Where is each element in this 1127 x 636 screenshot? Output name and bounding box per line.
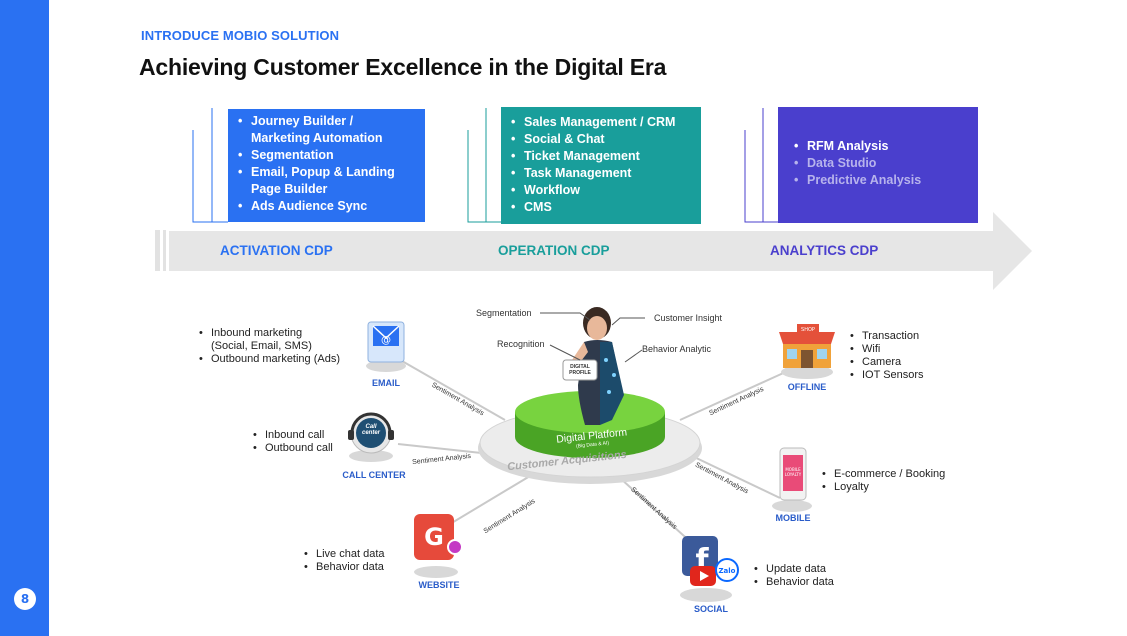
operation-bracket — [485, 108, 501, 223]
svg-text:LOYALTY: LOYALTY — [785, 472, 802, 477]
call-center-icon-text: Call center — [361, 424, 380, 436]
list-item: Loyalty — [820, 481, 945, 494]
segmentation-label: Segmentation — [476, 308, 532, 318]
activation-item: Marketing Automation — [251, 131, 383, 145]
arrow-tail-stripe-2 — [163, 230, 166, 271]
operation-item: Workflow — [509, 182, 695, 199]
call-center-channel-label: CALL CENTER — [342, 470, 406, 480]
activation-item: Page Builder — [251, 182, 328, 196]
svg-text:@: @ — [381, 335, 391, 346]
offline-channel-label: OFFLINE — [787, 382, 827, 392]
operation-item: Task Management — [509, 165, 695, 182]
mobile-channel-list: E-commerce / Booking Loyalty — [820, 468, 945, 494]
analytics-cdp-box: RFM Analysis Data Studio Predictive Anal… — [778, 107, 978, 223]
call-center-icon — [348, 412, 394, 462]
list-item: Update data — [752, 563, 834, 576]
list-item: Live chat data — [302, 548, 385, 561]
social-channel-label: SOCIAL — [693, 604, 728, 614]
operation-cdp-label: OPERATION CDP — [498, 243, 610, 258]
spoke-website — [439, 469, 541, 531]
list-item: Behavior data — [302, 561, 385, 574]
activation-item: Journey Builder / — [236, 113, 419, 130]
list-item: Outbound call — [251, 442, 333, 455]
activation-item: Ads Audience Sync — [236, 198, 419, 215]
email-channel-label: EMAIL — [372, 378, 400, 388]
operation-item: Ticket Management — [509, 148, 695, 165]
spoke-email — [394, 356, 506, 421]
social-icons: f Zalo — [680, 536, 739, 602]
list-item: Inbound marketing — [197, 327, 340, 340]
operation-cdp-box: Sales Management / CRM Social & Chat Tic… — [501, 107, 701, 224]
analytics-item: RFM Analysis — [792, 138, 972, 155]
email-channel-list: Inbound marketing (Social, Email, SMS) O… — [197, 327, 340, 366]
email-channel-icon: @ — [366, 321, 406, 372]
svg-text:G: G — [424, 523, 444, 551]
list-item: (Social, Email, SMS) — [211, 340, 312, 352]
recognition-label: Recognition — [497, 339, 545, 349]
operation-item: CMS — [509, 199, 695, 216]
arrow-tail-stripe-1 — [155, 230, 160, 271]
page-title: Achieving Customer Excellence in the Dig… — [139, 54, 667, 80]
website-channel-label: WEBSITE — [418, 580, 460, 590]
svg-text:SHOP: SHOP — [801, 327, 815, 333]
activation-item: Email, Popup & Landing — [236, 164, 419, 181]
analytics-item: Data Studio — [792, 155, 972, 172]
offline-shop-icon: SHOP — [779, 324, 835, 379]
mobile-phone-icon: MOBILE LOYALTY — [772, 447, 812, 512]
analytics-bracket — [762, 108, 778, 223]
offline-channel-list: Transaction Wifi Camera IOT Sensors — [848, 330, 924, 382]
list-item: Camera — [848, 356, 924, 369]
digital-profile-figure — [562, 307, 624, 425]
stage-arrow — [169, 212, 1032, 290]
analytics-cdp-label: ANALYTICS CDP — [770, 243, 879, 258]
call-center-channel-list: Inbound call Outbound call — [251, 429, 333, 455]
list-item: Inbound call — [251, 429, 333, 442]
activation-bracket — [211, 108, 228, 223]
mobile-channel-label: MOBILE — [775, 513, 811, 523]
list-item: Wifi — [848, 343, 924, 356]
spoke-offline — [679, 369, 791, 421]
list-item: Outbound marketing (Ads) — [197, 353, 340, 366]
analytics-item: Predictive Analysis — [792, 172, 972, 189]
svg-text:Zalo: Zalo — [718, 567, 735, 575]
mobio-logo-icon: 8 — [14, 588, 36, 610]
website-channel-list: Live chat data Behavior data — [302, 548, 385, 574]
social-channel-list: Update data Behavior data — [752, 563, 834, 589]
list-item: IOT Sensors — [848, 369, 924, 382]
section-kicker: INTRODUCE MOBIO SOLUTION — [141, 28, 340, 43]
customer-insight-label: Customer Insight — [654, 313, 723, 323]
activation-cdp-box: Journey Builder / Marketing Automation S… — [228, 109, 425, 222]
activation-item: Segmentation — [236, 147, 419, 164]
list-item: Behavior data — [752, 576, 834, 589]
list-item: Transaction — [848, 330, 924, 343]
website-google-icon: G — [414, 514, 463, 578]
operation-item: Sales Management / CRM — [509, 114, 695, 131]
activation-cdp-label: ACTIVATION CDP — [220, 243, 333, 258]
spoke-mobile — [689, 454, 781, 499]
left-accent-bar — [0, 0, 49, 636]
list-item: E-commerce / Booking — [820, 468, 945, 481]
digital-profile-tag: DIGITAL PROFILE — [569, 364, 591, 376]
operation-item: Social & Chat — [509, 131, 695, 148]
svg-text:MOBILE: MOBILE — [785, 467, 801, 472]
behavior-analytic-label: Behavior Analytic — [642, 344, 712, 354]
